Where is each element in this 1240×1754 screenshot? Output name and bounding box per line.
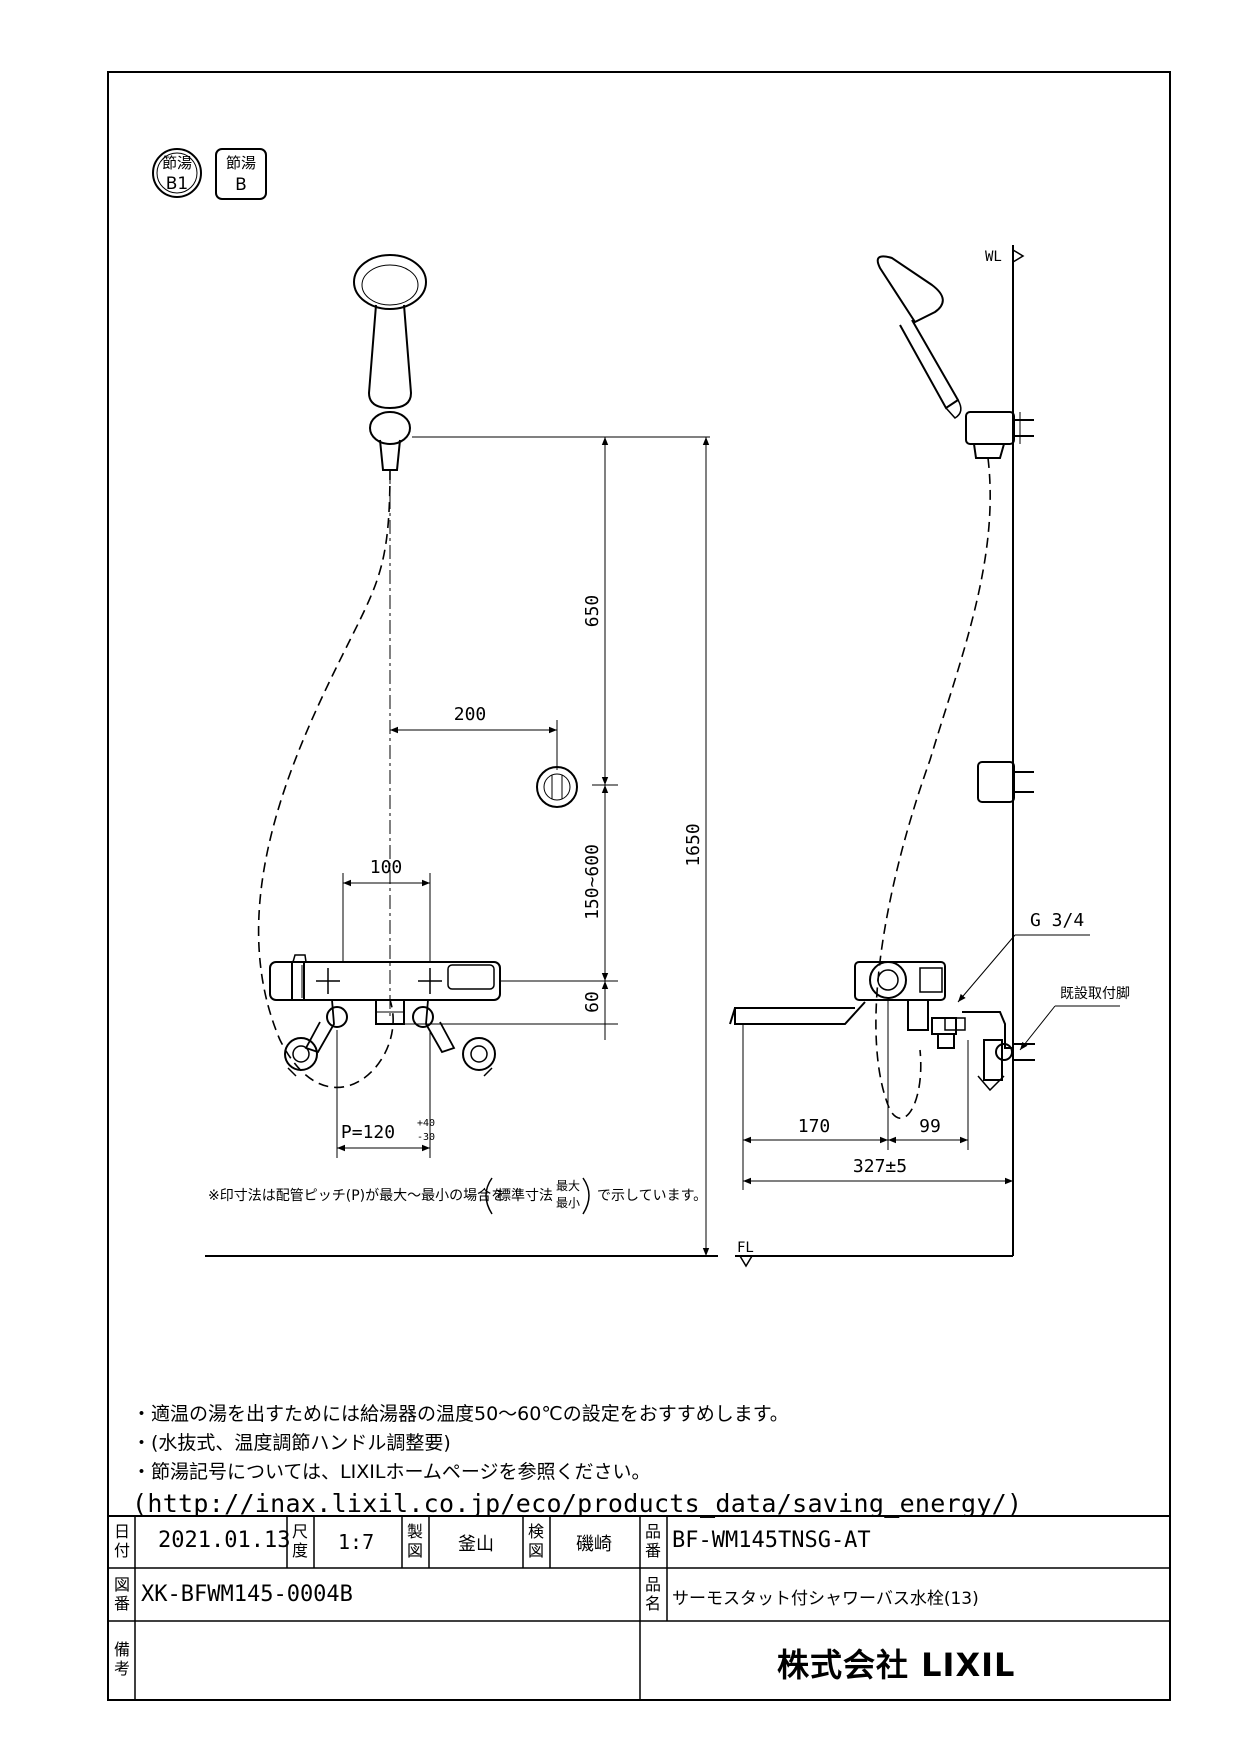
shower-handle-front <box>367 304 413 410</box>
badge-b1-line2: B1 <box>166 174 188 194</box>
scale-value: 1:7 <box>338 1530 375 1554</box>
front-view <box>257 254 710 1089</box>
dim-pitch-tol-minus: -30 <box>417 1132 435 1143</box>
note-line-1: ・適温の湯を出すためには給湯器の温度50～60℃の設定をおすすめします。 <box>132 1403 789 1425</box>
drawing-no-label: 図番 <box>113 1575 130 1613</box>
footnote-after: で示しています。 <box>597 1188 707 1204</box>
dim-170-label: 170 <box>798 1116 831 1137</box>
outer-frame <box>107 71 1171 1701</box>
note-line-3: ・節湯記号については、LIXILホームページを参照ください。 <box>132 1461 651 1483</box>
dim-pitch-tol-plus: +40 <box>417 1118 435 1129</box>
shower-hose-front <box>257 469 394 1089</box>
shower-holder-front <box>369 411 411 445</box>
footnote-std: 標準寸法 <box>497 1188 553 1204</box>
checked-label: 検図 <box>527 1522 544 1560</box>
notes-block: ・適温の湯を出すためには給湯器の温度50～60℃の設定をおすすめします。 ・(水… <box>132 1400 1132 1521</box>
badge-b-line1: 節湯 <box>226 154 256 172</box>
scale-label: 尺度 <box>291 1522 308 1560</box>
fitting-label: 既設取付脚 <box>1060 986 1130 1002</box>
fl-label: FL <box>737 1240 754 1256</box>
side-view <box>729 245 1035 1268</box>
dim-100-label: 100 <box>370 857 403 878</box>
footnote-before: ※印寸法は配管ピッチ(P)が最大～最小の場合を <box>208 1188 505 1204</box>
wl-label: WL <box>985 249 1002 265</box>
dim-60-label: 60 <box>582 991 603 1013</box>
water-saving-badge-b1: 節湯 B1 <box>152 148 202 198</box>
date-value: 2021.01.13 <box>158 1528 291 1553</box>
wl-marker <box>1012 249 1025 263</box>
wall-fixture-front <box>536 766 578 808</box>
checked-by-value: 磯崎 <box>576 1534 612 1555</box>
shower-head-front <box>353 254 427 310</box>
title-block-grid <box>108 1515 1170 1700</box>
badge-b1-line1: 節湯 <box>162 154 192 172</box>
drawn-by-value: 釜山 <box>458 1534 494 1555</box>
date-label: 日付 <box>113 1522 130 1560</box>
shower-head-side <box>876 255 944 324</box>
note-url: (http://inax.lixil.co.jp/eco/products_da… <box>132 1489 1023 1518</box>
part-no-value: BF-WM145TNSG-AT <box>672 1528 871 1553</box>
company-logo: 株式会社 LIXIL <box>777 1646 1016 1684</box>
dim-150-600-label: 150~600 <box>582 844 603 920</box>
badge-b-line2: B <box>235 175 247 195</box>
water-saving-badge-b: 節湯 B <box>215 148 267 200</box>
dim-327-label: 327±5 <box>853 1156 907 1177</box>
note-line-2: ・(水抜式、温度調節ハンドル調整要) <box>132 1432 451 1454</box>
footnote: ※印寸法は配管ピッチ(P)が最大～最小の場合を 標準寸法 最大 最小 で示してい… <box>208 1177 707 1215</box>
dim-650-label: 650 <box>582 595 603 628</box>
fl-marker <box>739 1255 753 1268</box>
product-name-label: 品名 <box>644 1575 661 1613</box>
footnote-min: 最小 <box>556 1196 580 1210</box>
spout-side <box>734 1001 866 1025</box>
thread-label: G 3/4 <box>1030 910 1084 931</box>
product-name-value: サーモスタット付シャワーバス水栓(13) <box>672 1589 979 1609</box>
remarks-label: 備考 <box>113 1640 130 1678</box>
part-no-label: 品番 <box>644 1522 661 1560</box>
side-dimensions <box>742 934 1120 1190</box>
right-leg-front <box>425 999 456 1054</box>
wall-fixture-side <box>977 761 1015 803</box>
dim-1650-label: 1650 <box>683 823 704 866</box>
dim-200-label: 200 <box>454 704 487 725</box>
left-leg-front <box>304 999 335 1054</box>
shower-holder-side <box>965 411 1015 445</box>
dim-pitch-label: P=120 <box>341 1122 395 1143</box>
footnote-max: 最大 <box>556 1179 580 1193</box>
dim-99-label: 99 <box>919 1116 941 1137</box>
front-dimensions <box>205 437 718 1257</box>
drawn-label: 製図 <box>406 1522 423 1560</box>
existing-fitting-side <box>962 1011 1013 1049</box>
drawing-no-value: XK-BFWM145-0004B <box>141 1582 353 1607</box>
faucet-body-side <box>854 961 946 1001</box>
shower-hose-side <box>875 457 991 1119</box>
